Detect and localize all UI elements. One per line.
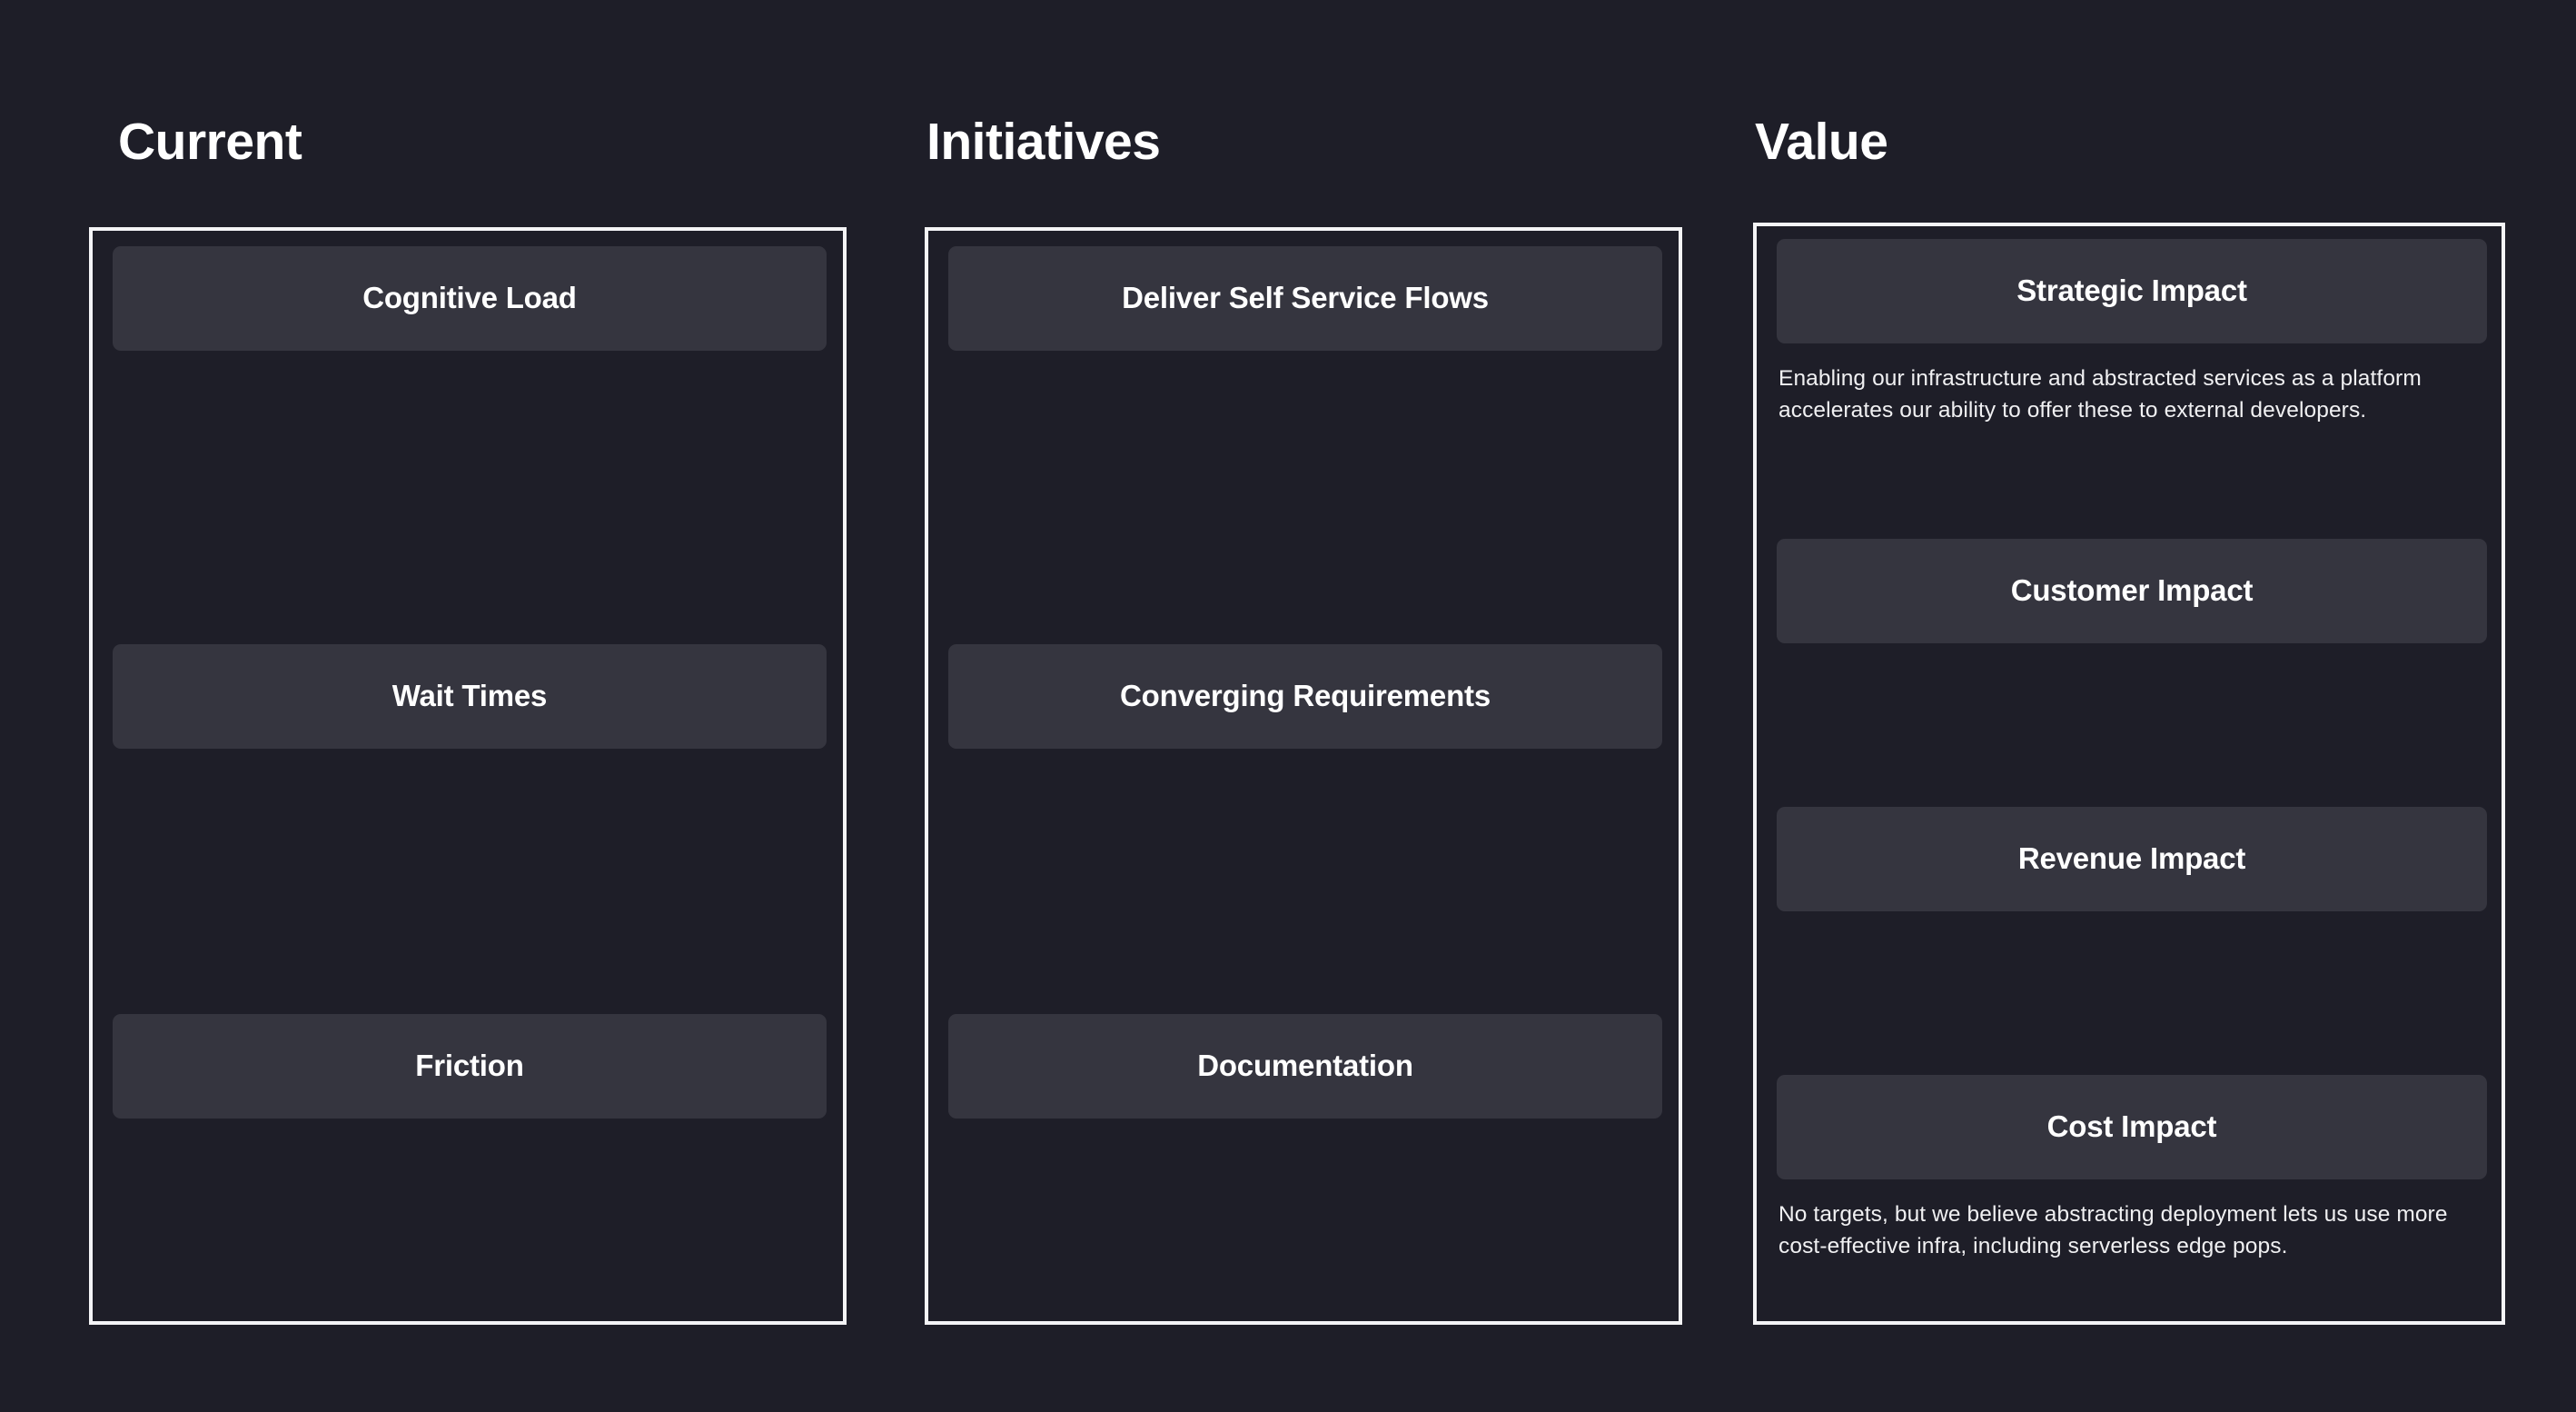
card-label: Cognitive Load <box>362 281 577 315</box>
column-frame-value: Strategic Impact Enabling our infrastruc… <box>1753 223 2505 1325</box>
card-wait-times[interactable]: Wait Times <box>113 644 827 749</box>
card-converging-requirements[interactable]: Converging Requirements <box>948 644 1662 749</box>
column-heading-current: Current <box>118 113 302 171</box>
column-heading-value: Value <box>1755 113 1888 171</box>
card-friction[interactable]: Friction <box>113 1014 827 1119</box>
card-label: Wait Times <box>391 679 548 713</box>
card-label: Cost Impact <box>2046 1109 2217 1144</box>
card-label: Documentation <box>1197 1049 1413 1083</box>
card-documentation[interactable]: Documentation <box>948 1014 1662 1119</box>
note-cost-impact: No targets, but we believe abstracting d… <box>1778 1202 2448 1258</box>
column-heading-initiatives: Initiatives <box>926 113 1161 171</box>
card-label: Customer Impact <box>2010 573 2254 608</box>
card-deliver-self-service-flows[interactable]: Deliver Self Service Flows <box>948 246 1662 351</box>
note-strategic-impact: Enabling our infrastructure and abstract… <box>1778 366 2422 423</box>
card-cost-impact[interactable]: Cost Impact <box>1777 1075 2487 1179</box>
card-cognitive-load[interactable]: Cognitive Load <box>113 246 827 351</box>
card-strategic-impact[interactable]: Strategic Impact <box>1777 239 2487 343</box>
card-revenue-impact[interactable]: Revenue Impact <box>1777 807 2487 911</box>
column-frame-initiatives: Deliver Self Service Flows Converging Re… <box>925 227 1682 1325</box>
column-frame-current: Cognitive Load Wait Times Friction <box>89 227 847 1325</box>
card-customer-impact[interactable]: Customer Impact <box>1777 539 2487 643</box>
card-label: Deliver Self Service Flows <box>1122 281 1489 315</box>
card-label: Friction <box>415 1049 524 1083</box>
card-label: Strategic Impact <box>2016 273 2247 308</box>
card-label: Converging Requirements <box>1120 679 1491 713</box>
card-label: Revenue Impact <box>2017 841 2246 876</box>
